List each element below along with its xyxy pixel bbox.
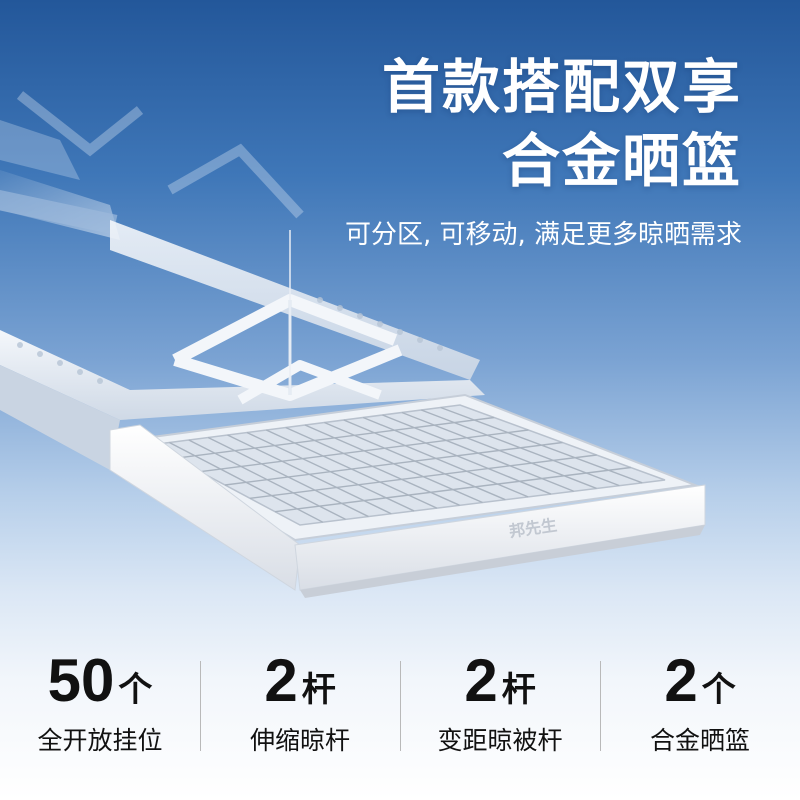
stat-label: 变距晾被杆	[437, 726, 563, 755]
basket-crosswire	[249, 454, 597, 500]
headline: 首款搭配双享 合金晒篮	[382, 50, 742, 198]
basket-crosswire	[174, 416, 495, 460]
drying-basket: 邦先生	[109, 393, 706, 598]
stat-value: 50	[47, 647, 115, 714]
headline-line-1: 首款搭配双享	[381, 53, 742, 121]
stat-label: 全开放挂位	[37, 726, 163, 755]
basket-crosswire	[199, 429, 529, 473]
stat-unit: 个	[118, 670, 153, 710]
basket-crosswire	[224, 441, 563, 486]
stat-label: 伸缩晾杆	[249, 726, 350, 755]
stat-unit: 杆	[301, 670, 336, 710]
stat-value: 2	[264, 647, 298, 714]
stat-value: 2	[464, 647, 498, 714]
stat-unit: 杆	[501, 670, 536, 710]
drying-rack-product-image: 邦先生	[0, 91, 706, 598]
distant-rack-silhouette	[0, 91, 304, 240]
stat-label: 合金晒篮	[649, 726, 750, 755]
scissor-lift-arms	[172, 294, 403, 405]
stat-value: 2	[664, 647, 698, 714]
subtitle: 可分区, 可移动, 满足更多晾晒需求	[344, 220, 742, 250]
basket-crosswire	[274, 466, 631, 513]
stat-unit: 个	[701, 670, 736, 710]
headline-line-2: 合金晒篮	[501, 127, 742, 195]
